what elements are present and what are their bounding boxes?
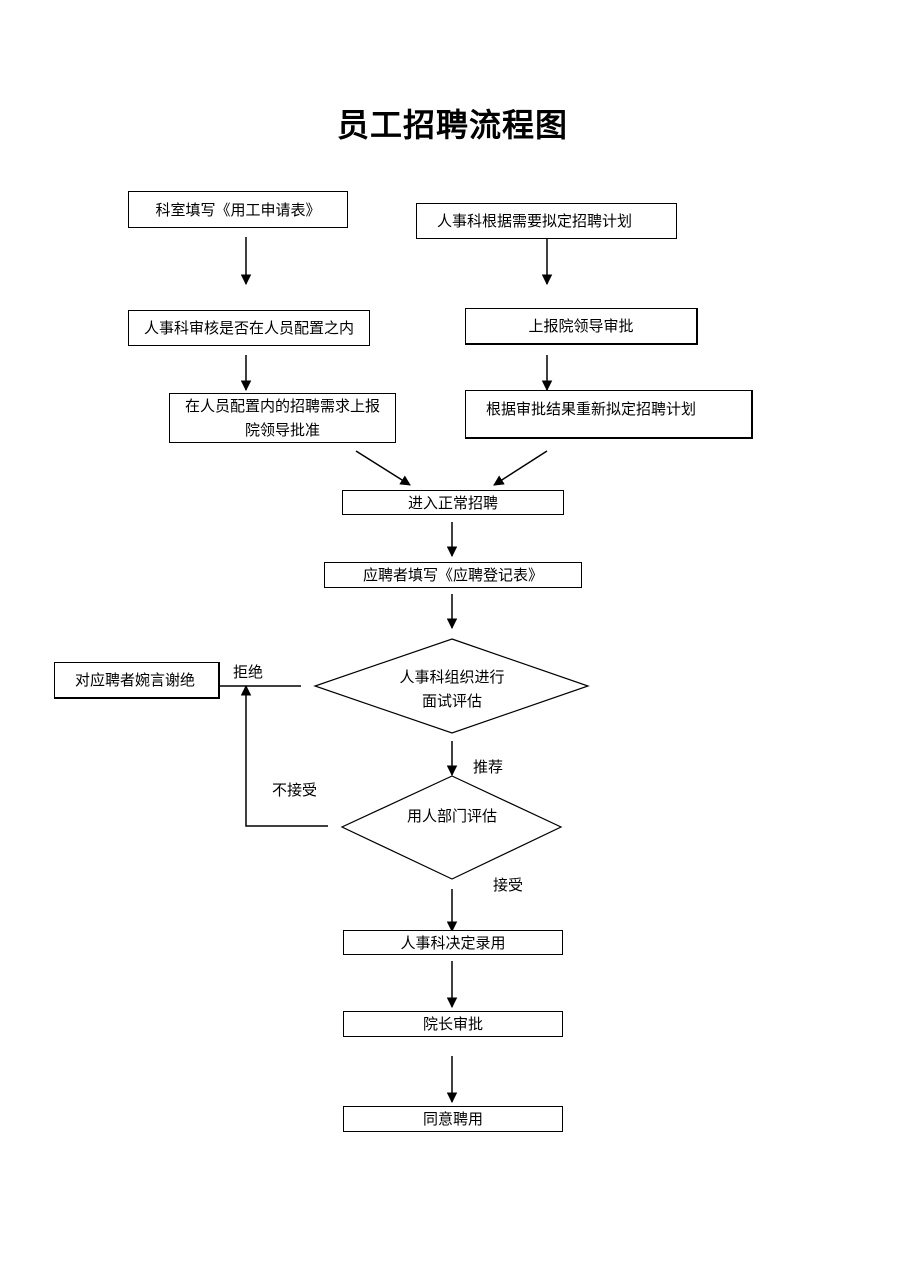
report-leader-text: 上报院领导审批	[528, 317, 634, 335]
hr-decide-text: 人事科决定录用	[400, 933, 506, 952]
dept-form-box: 科室填写《用工申请表》	[128, 191, 348, 228]
hr-decide-box: 人事科决定录用	[343, 930, 563, 955]
dean-approve-box: 院长审批	[343, 1011, 563, 1037]
reject-box: 对应聘者婉言谢绝	[54, 662, 220, 699]
hr-plan-box: 人事科根据需要拟定招聘计划	[416, 203, 677, 239]
page-title: 员工招聘流程图	[336, 106, 568, 144]
replan-text: 根据审批结果重新拟定招聘计划	[486, 400, 697, 418]
edge-label-recommend: 推荐	[473, 758, 504, 776]
hr-plan-text: 人事科根据需要拟定招聘计划	[437, 212, 633, 230]
interview-text: 人事科组织进行 面试评估	[352, 665, 552, 713]
dept-eval-diamond	[340, 775, 563, 880]
report-leader-box: 上报院领导审批	[465, 308, 698, 345]
agree-hire-text: 同意聘用	[422, 1110, 483, 1128]
applicant-form-box: 应聘者填写《应聘登记表》	[324, 562, 582, 588]
hr-check-box: 人事科审核是否在人员配置之内	[128, 310, 370, 346]
agree-hire-box: 同意聘用	[343, 1106, 563, 1132]
normal-recruit-text: 进入正常招聘	[407, 493, 498, 512]
arrow-replan-to-normal	[493, 450, 548, 486]
in-config-box: 在人员配置内的招聘需求上报 院领导批准	[169, 393, 396, 443]
dept-eval-text: 用人部门评估	[406, 807, 497, 825]
arrow-in-config-to-normal	[355, 450, 411, 486]
dean-approve-text: 院长审批	[422, 1015, 483, 1033]
hr-check-text: 人事科审核是否在人员配置之内	[143, 319, 354, 337]
in-config-text-line1: 在人员配置内的招聘需求上报	[184, 397, 380, 415]
normal-recruit-box: 进入正常招聘	[342, 490, 564, 515]
not-accept-return-line	[240, 684, 328, 827]
in-config-text-line2: 院领导批准	[244, 421, 320, 439]
interview-diamond	[313, 638, 590, 734]
reject-box-text: 对应聘者婉言谢绝	[75, 671, 196, 689]
edge-label-accept: 接受	[493, 876, 524, 894]
edge-label-reject: 拒绝	[233, 663, 264, 681]
dept-form-text: 科室填写《用工申请表》	[155, 200, 321, 219]
interview-text-line1: 人事科组织进行	[399, 668, 505, 686]
edge-label-not-accept: 不接受	[272, 781, 318, 799]
interview-text-line2: 面试评估	[421, 692, 482, 710]
replan-box: 根据审批结果重新拟定招聘计划	[465, 390, 753, 439]
applicant-form-text: 应聘者填写《应聘登记表》	[362, 566, 543, 584]
